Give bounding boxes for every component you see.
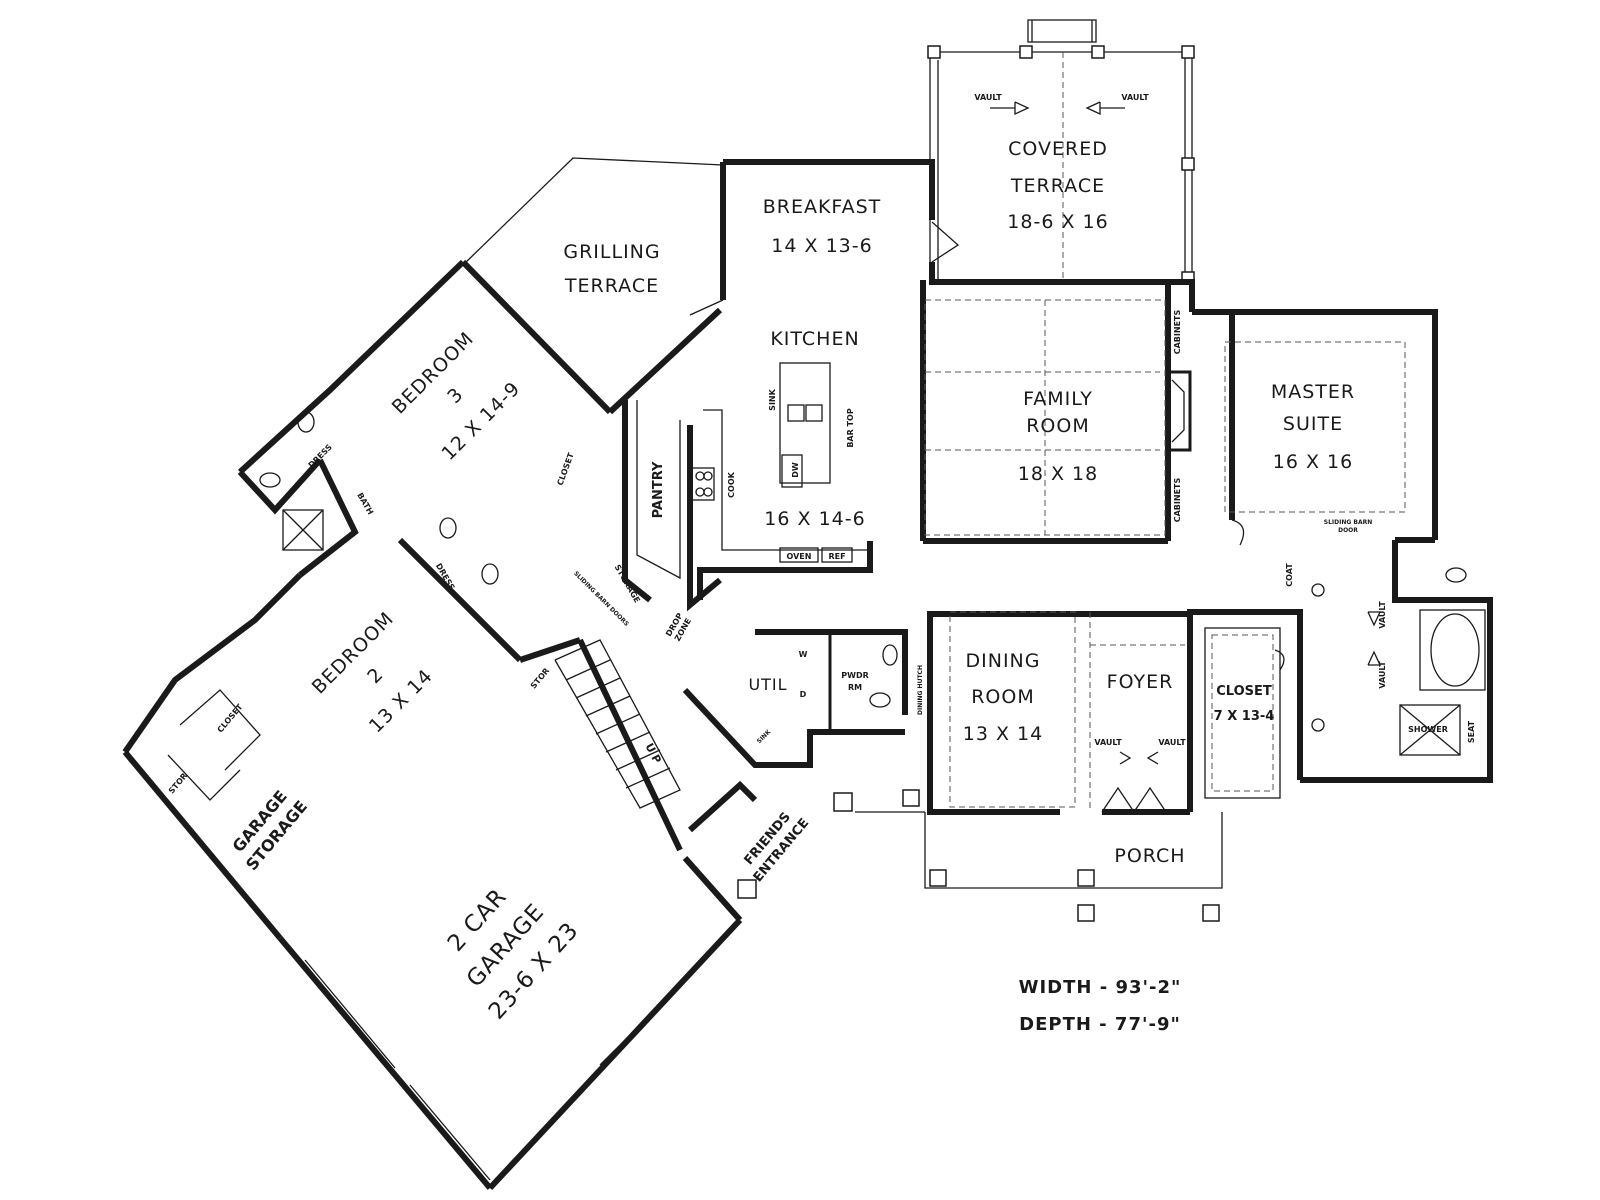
pwdr-rm-label: PWDR — [841, 671, 869, 680]
interior-details — [167, 101, 1486, 1181]
sink-label: SINK — [768, 388, 777, 410]
util-name: UTIL — [748, 675, 787, 694]
covered-terrace-name: COVERED — [1008, 138, 1108, 160]
covered-terrace-structure — [927, 19, 1195, 285]
bath-label: BATH — [355, 491, 375, 516]
pwdr-rm-label-2: RM — [848, 683, 862, 692]
bar-top-label: BAR TOP — [846, 408, 855, 447]
up-label: U P — [642, 741, 663, 765]
vault-label-2: VAULT — [1121, 93, 1149, 102]
exterior-walls — [122, 157, 1493, 1191]
covered-terrace-size: 18-6 X 16 — [1007, 211, 1108, 233]
stairs — [554, 639, 681, 809]
kitchen-name: KITCHEN — [770, 328, 859, 350]
closet-label-bedroom3: CLOSET — [556, 451, 576, 487]
cook-label: COOK — [727, 471, 736, 497]
util-sink-label: SINK — [756, 728, 773, 745]
sliding-barn-door-label-2: DOOR — [1338, 527, 1358, 534]
width-dimension: WIDTH - 93'-2" — [1019, 977, 1182, 998]
sliding-barn-door-label: SLIDING BARN — [1324, 519, 1372, 526]
bedroom2-number: 2 — [363, 663, 388, 688]
master-suite-name: MASTER — [1271, 381, 1355, 403]
cabinets-label-top: CABINETS — [1173, 310, 1182, 355]
grilling-terrace-name: GRILLING — [563, 241, 660, 263]
vault-label-foyer-2: VAULT — [1158, 738, 1186, 747]
depth-dimension: DEPTH - 77'-9" — [1019, 1014, 1181, 1035]
dining-room-name: DINING — [966, 650, 1041, 672]
kitchen-size: 16 X 14-6 — [764, 508, 865, 530]
bedroom3-name: BEDROOM — [388, 328, 479, 419]
foyer-name: FOYER — [1107, 671, 1174, 693]
grilling-terrace-name-2: TERRACE — [564, 275, 659, 297]
dining-room-size: 13 X 14 — [963, 723, 1043, 745]
bedroom2-name: BEDROOM — [308, 608, 399, 699]
breakfast-name: BREAKFAST — [763, 196, 882, 218]
shower-label: SHOWER — [1408, 725, 1448, 734]
overall-dimensions: WIDTH - 93'-2" DEPTH - 77'-9" — [1019, 977, 1182, 1035]
closet-master-size: 7 X 13-4 — [1214, 709, 1275, 724]
dw-label: DW — [791, 462, 800, 478]
vault-label-foyer-1: VAULT — [1094, 738, 1122, 747]
family-room-name: FAMILY — [1023, 388, 1093, 410]
closet-label-bedroom2: CLOSET — [216, 702, 245, 734]
stor-label-stairs: STOR — [529, 666, 551, 690]
porch-name: PORCH — [1114, 845, 1185, 867]
coat-label: COAT — [1285, 563, 1294, 587]
closet-master-name: CLOSET — [1216, 684, 1272, 699]
bedroom3-number: 3 — [443, 383, 468, 408]
master-suite-size: 16 X 16 — [1273, 451, 1353, 473]
covered-terrace-name-2: TERRACE — [1010, 175, 1105, 197]
dining-room-name-2: ROOM — [971, 686, 1035, 708]
master-suite-name-2: SUITE — [1283, 413, 1343, 435]
vault-label-master-2: VAULT — [1378, 661, 1387, 689]
ref-label: REF — [828, 552, 845, 561]
seat-label: SEAT — [1467, 720, 1476, 743]
family-room-size: 18 X 18 — [1018, 463, 1098, 485]
cabinets-label-bottom: CABINETS — [1173, 478, 1182, 523]
family-room-name-2: ROOM — [1026, 415, 1090, 437]
vault-label-master-1: VAULT — [1378, 601, 1387, 629]
dining-hutch-label: DINING HUTCH — [917, 665, 924, 715]
pantry-name: PANTRY — [651, 461, 666, 518]
washer-label: W — [799, 650, 808, 659]
dryer-label: D — [800, 690, 807, 699]
breakfast-size: 14 X 13-6 — [771, 235, 872, 257]
stor-label-garage: STOR — [167, 771, 189, 795]
oven-label: OVEN — [787, 552, 812, 561]
vault-label-1: VAULT — [974, 93, 1002, 102]
